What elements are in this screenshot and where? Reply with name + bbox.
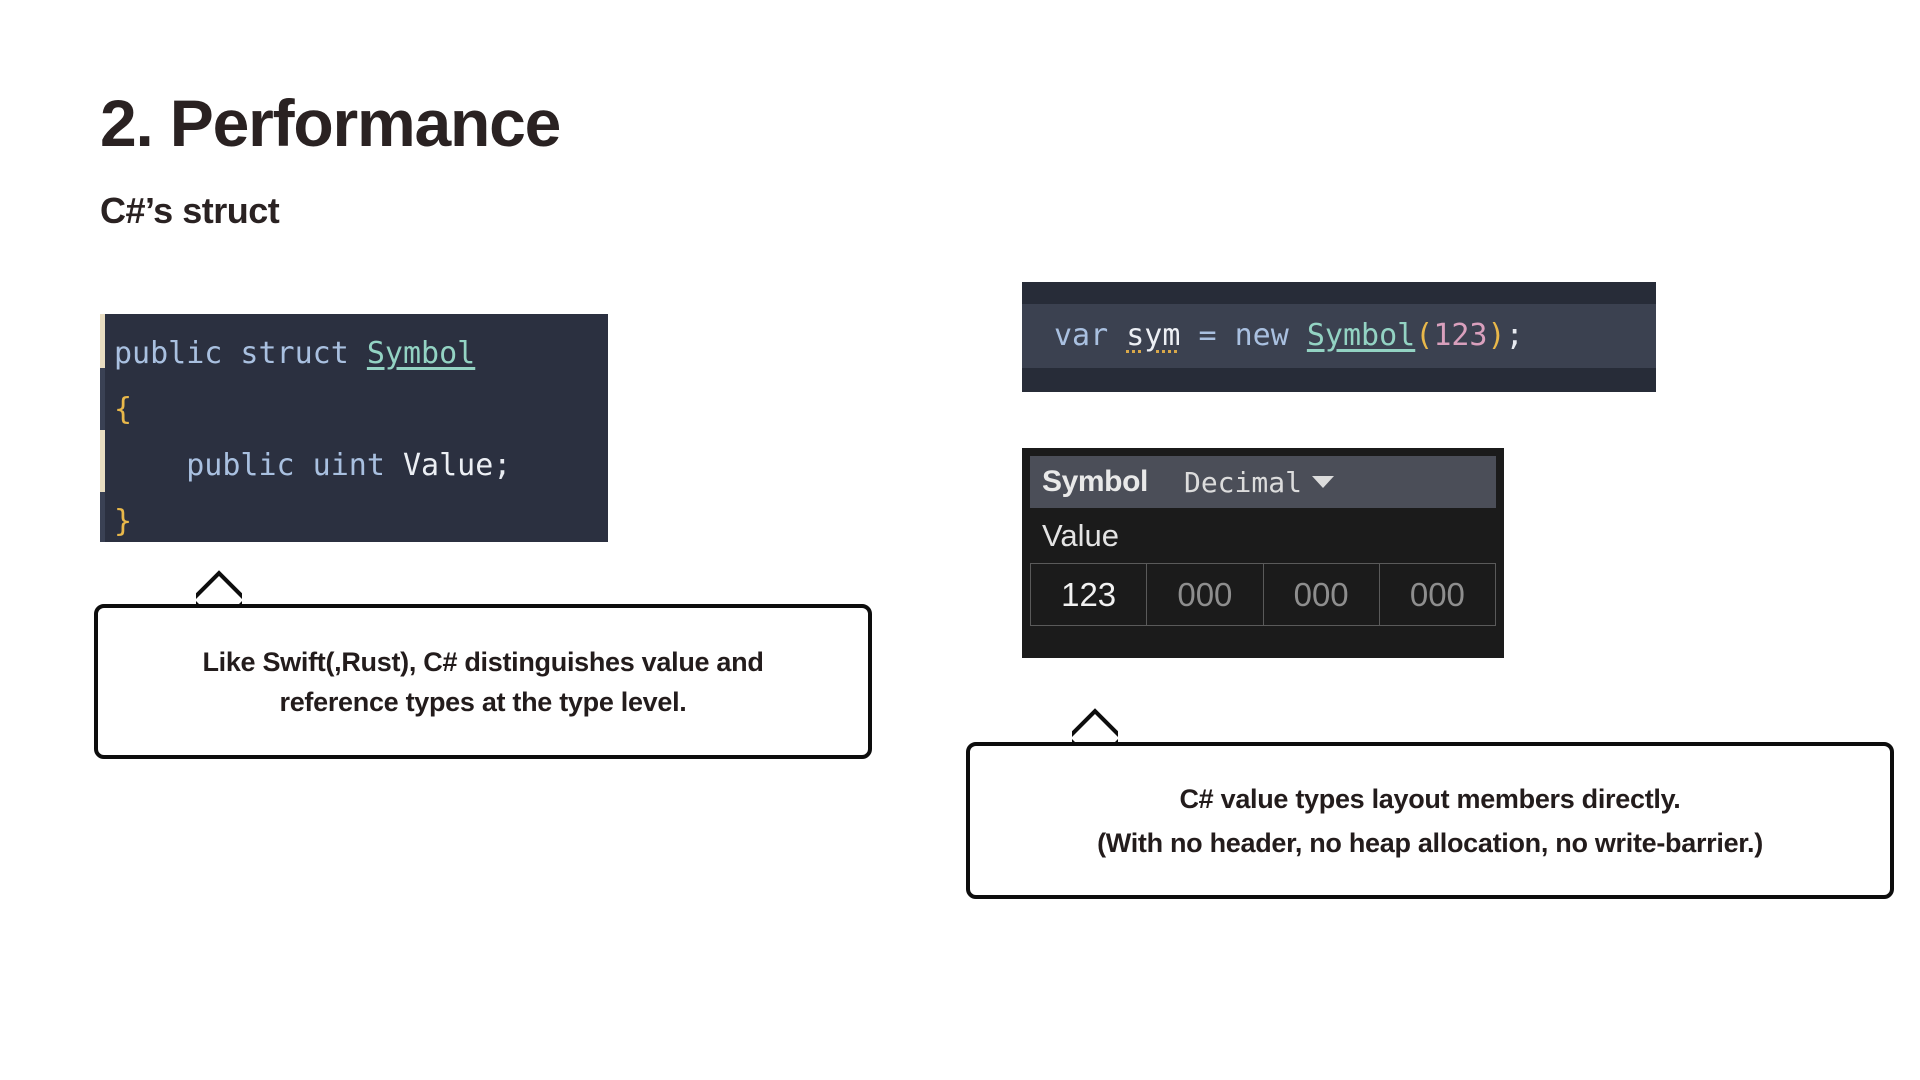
code-token-keyword: var xyxy=(1054,318,1127,353)
callout-left-line-2: reference types at the type level. xyxy=(279,686,687,717)
code-token-local-variable[interactable]: sym xyxy=(1126,318,1181,353)
chevron-down-icon xyxy=(1311,476,1334,488)
code-token-number: 123 xyxy=(1433,318,1488,353)
code-token-keyword: public struct xyxy=(114,336,367,371)
memory-byte-row: 123 000 000 000 xyxy=(1030,564,1496,626)
code-line-2: { xyxy=(100,382,608,438)
memory-byte-cell[interactable]: 000 xyxy=(1147,564,1264,626)
code-line-1: public struct Symbol xyxy=(100,326,608,382)
memory-panel-header: Symbol Decimal xyxy=(1030,456,1496,508)
memory-panel-title: Symbol xyxy=(1042,465,1148,498)
code-token-paren: ( xyxy=(1415,318,1434,353)
code-token-keyword-new: new xyxy=(1234,318,1307,353)
code-line-instantiation: var sym = new Symbol(123); xyxy=(1022,304,1656,368)
code-token-identifier: Value xyxy=(402,448,494,483)
code-gutter-segment xyxy=(100,368,105,430)
code-token-type[interactable]: Symbol xyxy=(1306,318,1416,353)
code-block-struct-definition: public struct Symbol { public uint Value… xyxy=(100,314,608,542)
page-subtitle: C#’s struct xyxy=(100,190,280,231)
code-line-3: public uint Value; xyxy=(100,438,608,494)
memory-layout-panel: Symbol Decimal Value 123 000 000 000 xyxy=(1022,448,1504,658)
memory-format-label: Decimal xyxy=(1183,465,1302,499)
code-block-instantiation: var sym = new Symbol(123); xyxy=(1022,282,1656,392)
code-gutter-segment xyxy=(100,492,105,542)
page-title: 2. Performance xyxy=(100,86,561,160)
memory-byte-cell[interactable]: 000 xyxy=(1263,564,1380,626)
code-current-line-highlight xyxy=(1022,304,1656,368)
memory-byte-cell[interactable]: 123 xyxy=(1030,564,1148,626)
callout-tail-left xyxy=(196,563,242,607)
code-token-type[interactable]: Symbol xyxy=(366,336,476,371)
memory-field-label-row: Value xyxy=(1030,508,1496,564)
memory-format-selector[interactable]: Decimal xyxy=(1184,466,1334,499)
code-line-4: } xyxy=(100,494,608,550)
callout-right: C# value types layout members directly. … xyxy=(966,742,1894,899)
callout-left: Like Swift(,Rust), C# distinguishes valu… xyxy=(94,604,872,759)
code-token-brace: { xyxy=(114,392,133,427)
code-token-punct: ; xyxy=(1505,318,1524,353)
code-token-punct: ; xyxy=(493,448,512,483)
callout-right-line-1: C# value types layout members directly. xyxy=(1179,783,1681,814)
code-token-keyword: public uint xyxy=(114,448,403,483)
code-token-brace: } xyxy=(114,504,133,539)
code-token-operator: = xyxy=(1180,318,1235,353)
memory-byte-cell[interactable]: 000 xyxy=(1379,564,1496,626)
memory-field-label: Value xyxy=(1042,517,1119,553)
code-token-paren: ) xyxy=(1487,318,1506,353)
callout-right-line-2: (With no header, no heap allocation, no … xyxy=(1097,827,1763,858)
callout-tail-right xyxy=(1072,701,1118,745)
callout-left-line-1: Like Swift(,Rust), C# distinguishes valu… xyxy=(202,646,764,677)
